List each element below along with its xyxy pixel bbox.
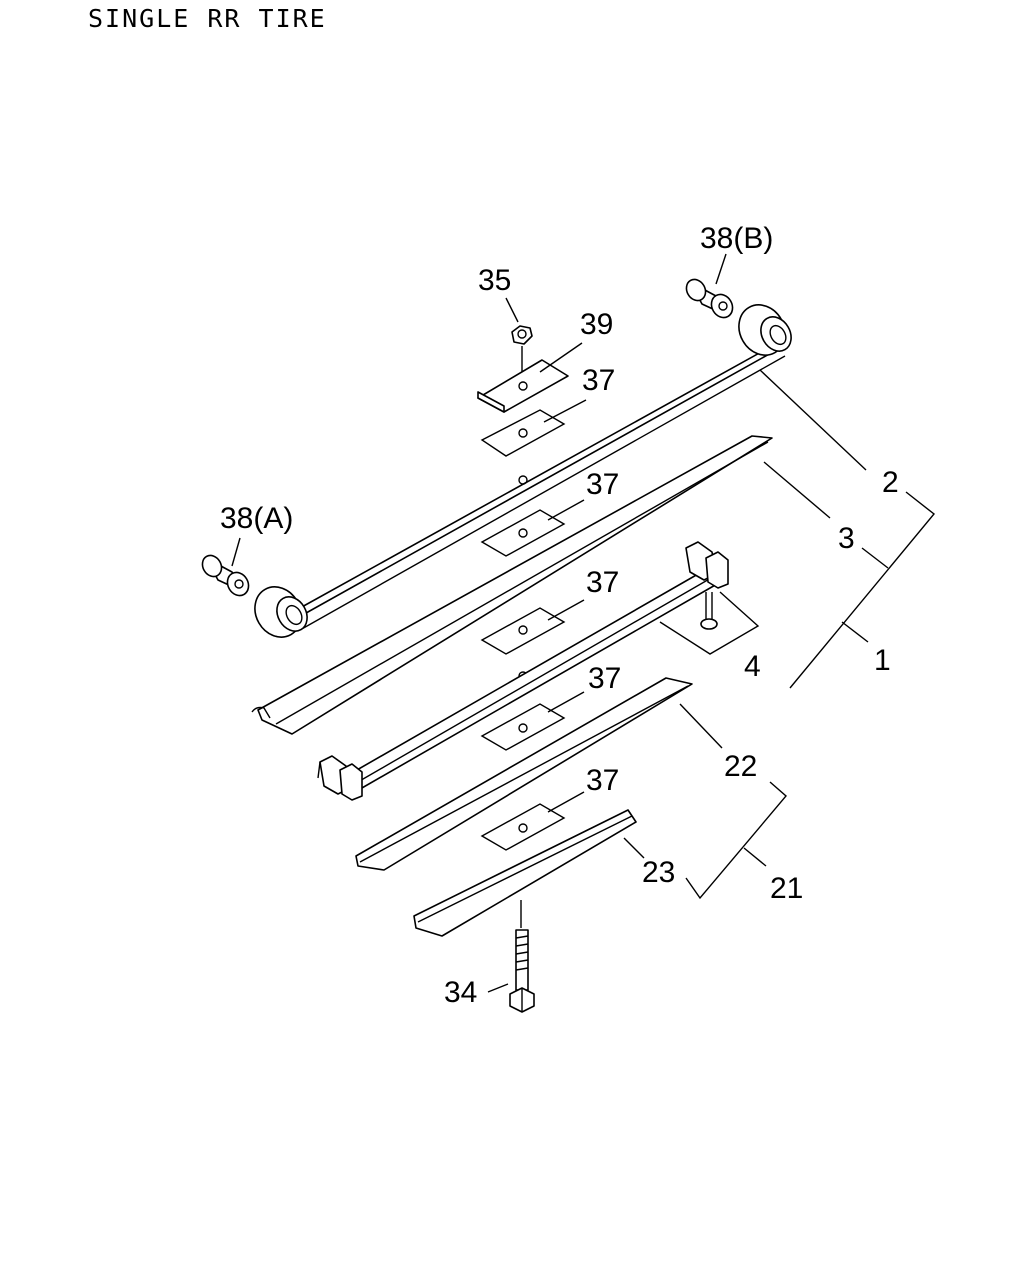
leaf-22 bbox=[355, 677, 693, 871]
leader-lines bbox=[231, 253, 935, 993]
insert-pad-37-a bbox=[480, 409, 566, 457]
bushing-38b bbox=[685, 278, 734, 319]
callout-23: 23 bbox=[642, 856, 675, 889]
callout-37: 37 bbox=[588, 662, 621, 695]
insert-pad-37-c bbox=[480, 607, 566, 655]
callout-34: 34 bbox=[444, 976, 477, 1009]
callout-35: 35 bbox=[478, 264, 511, 297]
spring-clip-rear bbox=[685, 541, 729, 589]
clip-bolt bbox=[700, 592, 718, 630]
leaf-23 bbox=[413, 809, 637, 937]
bushing-38a bbox=[201, 554, 250, 597]
callout-4: 4 bbox=[744, 650, 761, 683]
bracket-4 bbox=[659, 591, 760, 655]
leaf-eye-front bbox=[254, 586, 308, 638]
callout-37: 37 bbox=[586, 764, 619, 797]
callout-2: 2 bbox=[882, 466, 899, 499]
page-title: SINGLE RR TIRE bbox=[88, 4, 327, 33]
callout-39: 39 bbox=[580, 308, 613, 341]
callout-37: 37 bbox=[586, 468, 619, 501]
callout-37: 37 bbox=[582, 364, 615, 397]
center-bolt-34 bbox=[509, 900, 535, 1013]
leaf-eye-rear bbox=[738, 304, 792, 356]
insert-pad-37-b bbox=[480, 509, 566, 557]
leaf-hole bbox=[518, 475, 528, 485]
plate-39 bbox=[477, 359, 569, 413]
nut-35 bbox=[511, 325, 533, 378]
spring-clip-front bbox=[317, 755, 363, 801]
leaf-3 bbox=[251, 435, 773, 735]
insert-pad-37-e bbox=[480, 803, 566, 851]
callout-37: 37 bbox=[586, 566, 619, 599]
callout-3: 3 bbox=[838, 522, 855, 555]
callout-22: 22 bbox=[724, 750, 757, 783]
callout-38a: 38(A) bbox=[220, 502, 293, 535]
callout-labels: 38(B) 35 39 37 2 37 38(A) 3 37 1 4 37 22… bbox=[220, 222, 899, 1009]
callout-21: 21 bbox=[770, 872, 803, 905]
callout-38b: 38(B) bbox=[700, 222, 773, 255]
callout-1: 1 bbox=[874, 644, 891, 677]
insert-pad-37-d bbox=[480, 703, 566, 751]
